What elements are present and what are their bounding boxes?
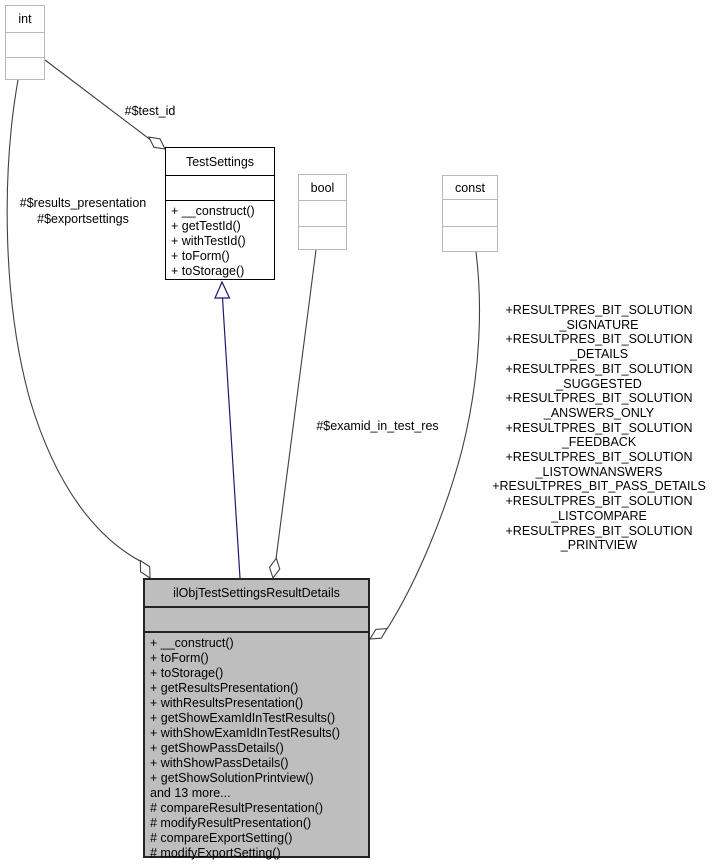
- constant-line: +RESULTPRES_BIT_SOLUTION: [505, 450, 693, 465]
- method-entry: # modifyExportSetting(): [150, 846, 281, 860]
- constant-line: _FEEDBACK: [561, 435, 637, 450]
- constant-line: +RESULTPRES_BIT_SOLUTION: [505, 494, 693, 509]
- attributes-compartment: [443, 199, 497, 226]
- edge-bool-to-main: [268, 249, 317, 580]
- constant-line: +RESULTPRES_BIT_SOLUTION: [505, 523, 693, 538]
- class-node-int[interactable]: int: [5, 5, 45, 80]
- method-entry: + toStorage(): [150, 666, 224, 680]
- method-entry: and 13 more...: [150, 786, 231, 800]
- class-title: int: [18, 12, 32, 26]
- attributes-compartment: [6, 32, 44, 57]
- method-entry: + getTestId(): [171, 219, 241, 233]
- constant-line: _PRINTVIEW: [560, 538, 638, 553]
- method-entry: # compareExportSetting(): [150, 831, 293, 845]
- method-entry: + withShowExamIdInTestResults(): [150, 726, 341, 740]
- constant-line: _LISTCOMPARE: [551, 508, 647, 523]
- constant-line: +RESULTPRES_BIT_SOLUTION: [505, 420, 693, 435]
- aggregation-diamond: [139, 559, 151, 580]
- methods-compartment: [299, 226, 346, 249]
- method-entry: + getResultsPresentation(): [150, 681, 299, 695]
- methods-compartment: + __construct()+ getTestId()+ withTestId…: [166, 200, 274, 279]
- class-node-bool[interactable]: bool: [298, 174, 347, 250]
- method-entry: + withShowPassDetails(): [150, 756, 289, 770]
- method-entry: + toStorage(): [171, 264, 245, 278]
- aggregation-diamond: [368, 627, 389, 640]
- method-entry: + __construct(): [150, 636, 234, 650]
- edge-label-results-presentation: #$results_presentation #$exportsettings: [13, 195, 153, 227]
- methods-compartment: [6, 57, 44, 79]
- class-node-ilobjtestsettingsresultdetails[interactable]: ilObjTestSettingsResultDetails + __const…: [143, 578, 370, 860]
- class-title: ilObjTestSettingsResultDetails: [173, 586, 340, 600]
- method-entry: + getShowPassDetails(): [150, 741, 284, 755]
- inheritance-arrow: [214, 280, 231, 299]
- edge-int-to-testsettings: [44, 59, 166, 150]
- method-entry: + withResultsPresentation(): [150, 696, 304, 710]
- methods-compartment: [443, 226, 497, 251]
- edge-label-line: #$exportsettings: [37, 212, 129, 226]
- aggregation-diamond: [268, 557, 281, 580]
- edge-label-examid: #$examid_in_test_res: [316, 419, 439, 433]
- edge-inheritance-main-to-testsettings: [214, 280, 241, 579]
- constant-line: _DETAILS: [569, 347, 629, 362]
- constant-line: +RESULTPRES_BIT_SOLUTION: [505, 332, 693, 347]
- constant-line: +RESULTPRES_BIT_SOLUTION: [505, 391, 693, 406]
- class-title: bool: [310, 180, 335, 195]
- constant-line: _ANSWERS_ONLY: [543, 405, 655, 420]
- constant-line: _SUGGESTED: [556, 376, 642, 391]
- constant-line: +RESULTPRES_BIT_SOLUTION: [505, 303, 693, 317]
- class-title: const: [455, 180, 485, 195]
- class-title: TestSettings: [185, 154, 255, 169]
- method-entry: + __construct(): [171, 204, 255, 218]
- edge-const-to-main: [368, 251, 481, 640]
- class-node-const[interactable]: const: [442, 175, 498, 252]
- method-entry: + withTestId(): [171, 234, 246, 248]
- constant-line: _SIGNATURE: [559, 317, 639, 332]
- method-entry: + toForm(): [171, 249, 230, 263]
- methods-compartment: + __construct()+ toForm()+ toStorage()+ …: [145, 631, 368, 860]
- method-entry: + getShowExamIdInTestResults(): [150, 711, 336, 725]
- method-entry: # modifyResultPresentation(): [150, 816, 312, 830]
- attributes-compartment: [299, 200, 346, 226]
- method-entry: + getShowSolutionPrintview(): [150, 771, 314, 785]
- constant-line: +RESULTPRES_BIT_PASS_DETAILS: [492, 479, 706, 494]
- class-node-testsettings[interactable]: TestSettings + __construct()+ getTestId(…: [165, 147, 275, 280]
- attributes-compartment: [166, 175, 274, 200]
- constant-line: +RESULTPRES_BIT_SOLUTION: [505, 361, 693, 376]
- method-entry: + toForm(): [150, 651, 209, 665]
- edge-label-line: #$results_presentation: [19, 196, 147, 210]
- edge-label-test-id: #$test_id: [124, 104, 176, 118]
- method-entry: # compareResultPresentation(): [150, 801, 323, 815]
- aggregation-diamond: [147, 136, 166, 150]
- edge-label-resultpres-constants: +RESULTPRES_BIT_SOLUTION_SIGNATURE+RESUL…: [479, 303, 719, 553]
- constant-line: _LISTOWNANSWERS: [535, 464, 663, 479]
- edge-int-to-main: [6, 79, 151, 580]
- attributes-compartment: [145, 606, 368, 631]
